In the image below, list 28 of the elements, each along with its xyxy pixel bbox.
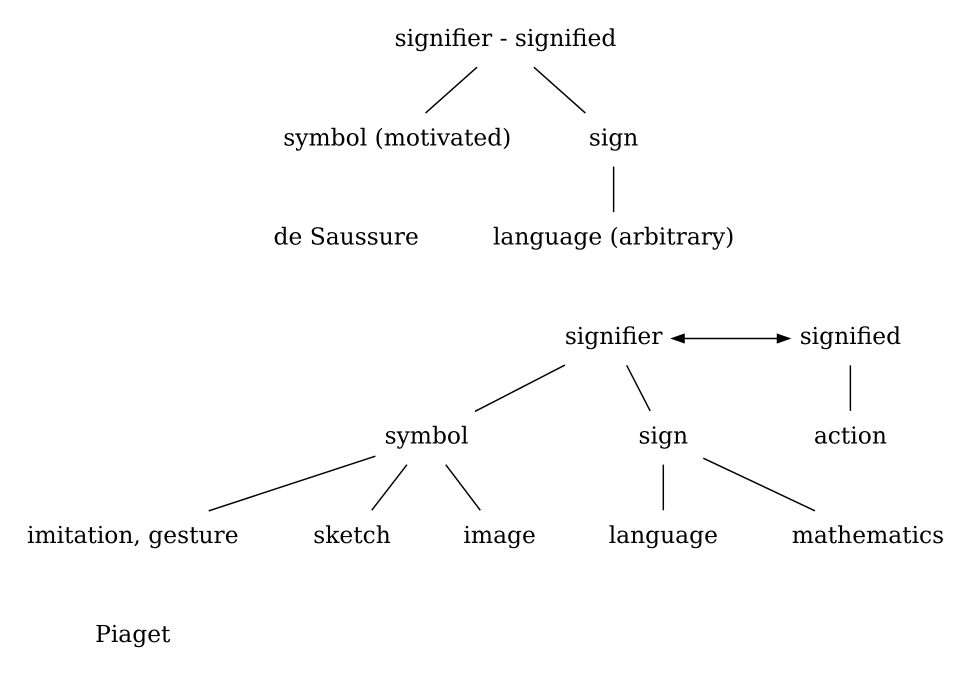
node-text: symbol xyxy=(384,421,468,450)
connector xyxy=(626,364,651,412)
connector xyxy=(445,464,481,511)
arrow xyxy=(670,333,792,344)
connector xyxy=(850,365,852,411)
connector xyxy=(612,166,614,212)
label: Piaget xyxy=(95,620,170,648)
node-text: symbol (motivated) xyxy=(283,123,512,152)
node-text: sign xyxy=(638,421,688,450)
connector xyxy=(702,458,816,512)
node-text: action xyxy=(814,421,887,450)
connector xyxy=(208,455,376,512)
connector xyxy=(371,464,408,511)
connector xyxy=(425,66,478,114)
node-text: image xyxy=(463,520,536,549)
connector xyxy=(662,464,664,510)
node-text: language (arbitrary) xyxy=(492,222,734,251)
node-text: signifier xyxy=(564,322,662,350)
node-text: sketch xyxy=(313,520,391,549)
node-text: signified xyxy=(800,322,902,350)
label: de Saussure xyxy=(274,222,419,251)
node-text: signifier - signified xyxy=(394,24,616,52)
node-text: sign xyxy=(588,123,638,152)
connector xyxy=(533,66,586,114)
connector xyxy=(474,364,566,412)
node-text: mathematics xyxy=(792,520,944,549)
node-text: imitation, gesture xyxy=(26,520,239,549)
node-text: language xyxy=(608,520,718,549)
